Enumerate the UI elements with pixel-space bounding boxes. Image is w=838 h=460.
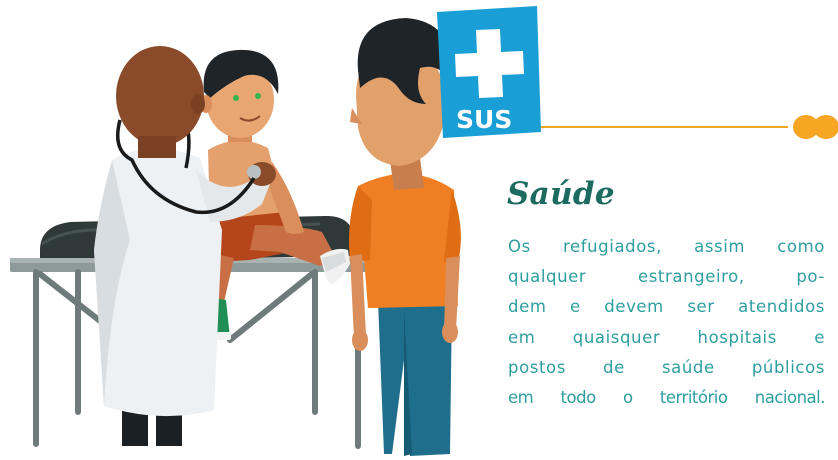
body-line: qualquer estrangeiro, po- <box>508 267 825 287</box>
sus-logo-text: SUS <box>456 105 512 134</box>
section-body: Os refugiados, assim como qualquer estra… <box>508 232 828 413</box>
section-title: Saúde <box>507 176 615 212</box>
body-line: Os refugiados, assim como <box>508 237 825 256</box>
doctor <box>94 46 276 446</box>
body-line: em quaisquer hospitais e <box>508 327 825 347</box>
body-line: dem e devem ser atendidos <box>508 297 825 317</box>
accent-divider <box>537 115 838 139</box>
body-line: postos de saúde públicos <box>508 357 825 377</box>
sus-logo: SUS <box>437 6 541 138</box>
father <box>349 18 461 456</box>
child-patient <box>200 49 350 340</box>
body-line: em todo o território nacional. <box>508 388 826 408</box>
